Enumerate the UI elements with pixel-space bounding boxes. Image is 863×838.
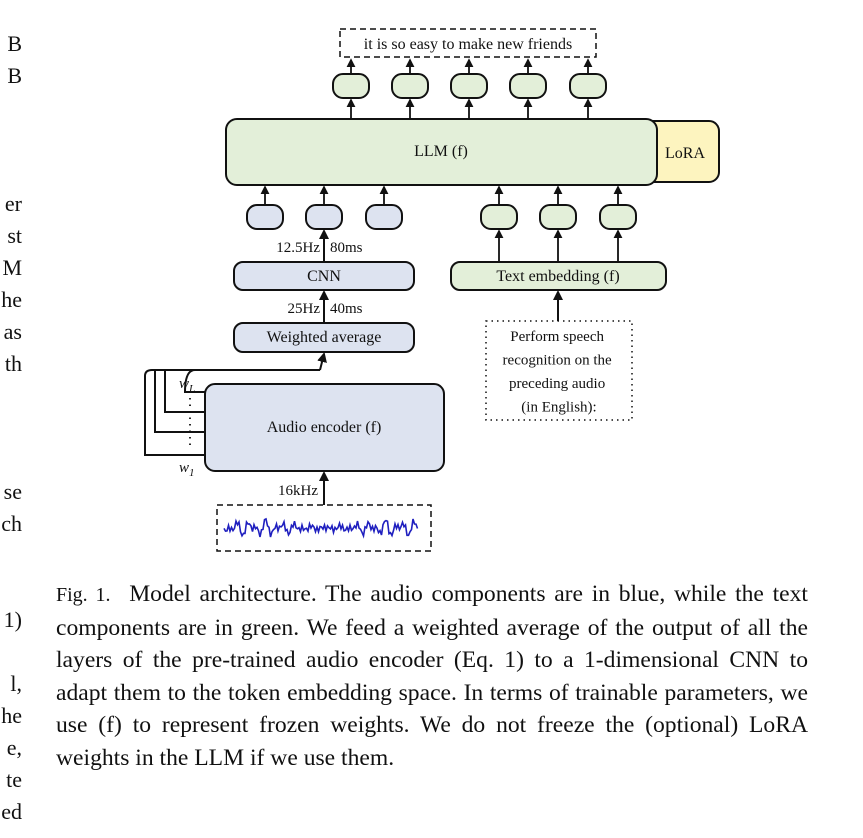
audio-token <box>246 204 284 230</box>
prompt-box <box>485 320 633 421</box>
left-column-fragment: th <box>4 351 22 376</box>
output-tokens <box>332 73 607 99</box>
left-column-fragment: l, <box>10 671 22 696</box>
text-token <box>480 204 518 230</box>
caption-text: Model architecture. The audio components… <box>56 581 808 771</box>
left-column-fragment: 1) <box>3 607 22 632</box>
wavg-output-stride: 40ms <box>330 301 363 317</box>
left-column-fragment: ch <box>1 511 22 536</box>
figure-caption: Fig. 1. Model architecture. The audio co… <box>56 578 808 775</box>
llm-label: LLM (f) <box>414 143 468 160</box>
output-text: it is so easy to make new friends <box>364 36 572 53</box>
embedding-output-arrows <box>494 229 623 262</box>
input-rate: 16kHz <box>278 483 318 499</box>
left-column-fragment: er <box>4 191 22 216</box>
output-token <box>332 73 370 99</box>
left-column-fragment: st <box>7 223 22 248</box>
text-embedding-label: Text embedding (f) <box>496 268 619 285</box>
prompt-text: Perform speech recognition on the preced… <box>503 329 616 416</box>
cnn-output-stride: 80ms <box>330 240 363 256</box>
left-column-fragment: te <box>6 767 22 792</box>
llm-to-token-arrows <box>346 98 593 119</box>
left-column-fragment: M <box>2 255 22 280</box>
layer-merge-arrow <box>317 352 327 371</box>
weighted-average-label: Weighted average <box>267 329 382 346</box>
cnn-label: CNN <box>307 268 341 285</box>
left-column-fragment: B <box>7 63 22 88</box>
left-column-fragment: as <box>3 319 22 344</box>
architecture-diagram: it is so easy to make new friends LoRA L… <box>144 28 720 552</box>
lora-label: LoRA <box>665 145 705 162</box>
left-column-fragment: ed <box>1 799 22 824</box>
audio-tokens <box>246 204 403 230</box>
left-column-fragment: se <box>3 479 22 504</box>
weighted-average-box <box>233 322 415 353</box>
left-column-fragment: e, <box>6 735 22 760</box>
audio-token <box>305 204 343 230</box>
text-token <box>539 204 577 230</box>
left-column-fragment: B <box>7 31 22 56</box>
left-column-fragment <box>0 572 22 604</box>
output-token <box>509 73 547 99</box>
figure-label: Fig. 1. <box>56 584 111 606</box>
llm-box <box>225 118 658 186</box>
output-token <box>450 73 488 99</box>
cnn-output-rate: 12.5Hz <box>276 240 320 256</box>
text-token <box>599 204 637 230</box>
audio-token-arrows <box>260 185 389 205</box>
waveform <box>223 517 419 539</box>
output-token <box>391 73 429 99</box>
wavg-output-rate: 25Hz <box>288 301 321 317</box>
output-token <box>569 73 607 99</box>
output-text-box <box>339 28 597 58</box>
weight-bottom-label: w1 <box>179 460 195 479</box>
left-column-fragment <box>0 636 22 668</box>
layer-connections <box>144 369 320 456</box>
text-token-arrows <box>494 185 623 205</box>
audio-encoder-label: Audio encoder (f) <box>267 419 382 436</box>
audio-token <box>365 204 403 230</box>
left-column-fragment: he <box>1 703 22 728</box>
left-column-fragment: he <box>1 287 22 312</box>
text-tokens <box>480 204 637 230</box>
